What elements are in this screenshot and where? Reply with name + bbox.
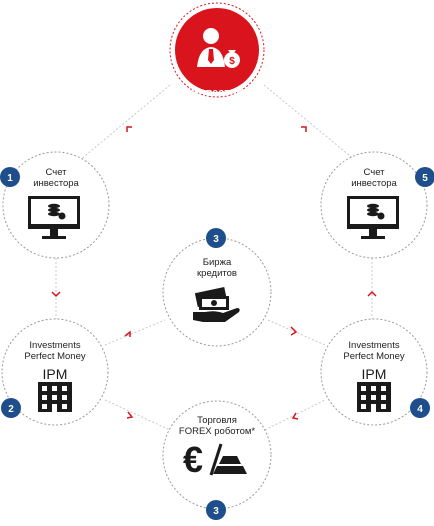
- svg-text:IPM: IPM: [362, 366, 387, 382]
- arrow-chevron: [126, 126, 132, 132]
- ipm-building-icon: IPM: [357, 366, 391, 412]
- arrow-chevron: [51, 291, 61, 298]
- hub-node: Инвестор: [175, 8, 259, 103]
- monitor-coins-icon: [28, 196, 80, 239]
- node-circle-pm-right: [320, 318, 428, 426]
- node-account-right: Счет инвестора: [324, 167, 424, 197]
- svg-text:2: 2: [8, 404, 14, 415]
- arrow-chevron: [290, 326, 298, 336]
- step-badge: 3: [206, 500, 226, 520]
- node-account-left: Счет инвестора: [6, 167, 106, 197]
- svg-text:$: $: [229, 56, 235, 67]
- node-label-line2: кредитов: [197, 268, 237, 279]
- investor-hub: $: [169, 2, 265, 98]
- node-forex: Торговля FOREX роботом*: [162, 415, 272, 439]
- euro-gold-bars-icon: €: [183, 439, 247, 480]
- connector-pm-left-exchange: [104, 319, 166, 346]
- arrow-chevron: [126, 411, 134, 419]
- arrow-chevron: [124, 330, 131, 337]
- node-label-line2: Perfect Money: [24, 351, 86, 362]
- step-badge: 4: [410, 398, 430, 418]
- hub-label: Инвестор: [191, 87, 243, 99]
- step-badge: 3: [206, 228, 226, 248]
- node-exchange: Биржа кредитов: [167, 257, 267, 281]
- step-badge: 2: [1, 398, 21, 418]
- ipm-building-icon: IPM: [38, 366, 72, 412]
- node-label-line1: Биржа: [202, 257, 232, 268]
- node-label-line2: Perfect Money: [343, 351, 405, 362]
- svg-text:3: 3: [213, 506, 219, 517]
- svg-text:IPM: IPM: [43, 366, 68, 382]
- node-circle-pm-left: [1, 318, 109, 426]
- step-badge: 1: [0, 167, 20, 187]
- node-label-line1: Investments: [348, 340, 400, 351]
- svg-text:€: €: [183, 439, 203, 480]
- node-label-line1: Торговля: [197, 415, 237, 426]
- node-pm-right: Investments Perfect Money: [324, 340, 424, 364]
- node-label-line2: FOREX роботом*: [178, 426, 256, 437]
- connector-pm-left-forex: [104, 399, 171, 431]
- node-pm-left: Investments Perfect Money: [5, 340, 105, 364]
- svg-text:4: 4: [417, 404, 423, 415]
- step-badge: 5: [415, 167, 434, 187]
- step-badges: 1 2 3 3 4 5: [0, 167, 434, 520]
- money-hand-icon: [193, 287, 240, 322]
- investor-with-money-bag-icon: $: [197, 28, 240, 68]
- node-label-line1: Счет: [45, 167, 67, 178]
- node-label-line2: инвестора: [351, 178, 397, 189]
- arrow-chevron: [291, 412, 299, 420]
- svg-text:3: 3: [213, 234, 219, 245]
- node-label-line2: инвестора: [33, 178, 79, 189]
- node-label-line1: Счет: [363, 167, 385, 178]
- connector-hub-account-left: [79, 84, 171, 161]
- arrows: [51, 126, 377, 420]
- svg-text:1: 1: [7, 173, 13, 184]
- arrow-chevron: [367, 290, 377, 297]
- arrow-chevron: [301, 126, 307, 132]
- node-label-line1: Investments: [29, 340, 81, 351]
- monitor-coins-icon: [347, 196, 399, 239]
- connector-hub-account-right: [263, 84, 356, 161]
- svg-text:5: 5: [422, 173, 428, 184]
